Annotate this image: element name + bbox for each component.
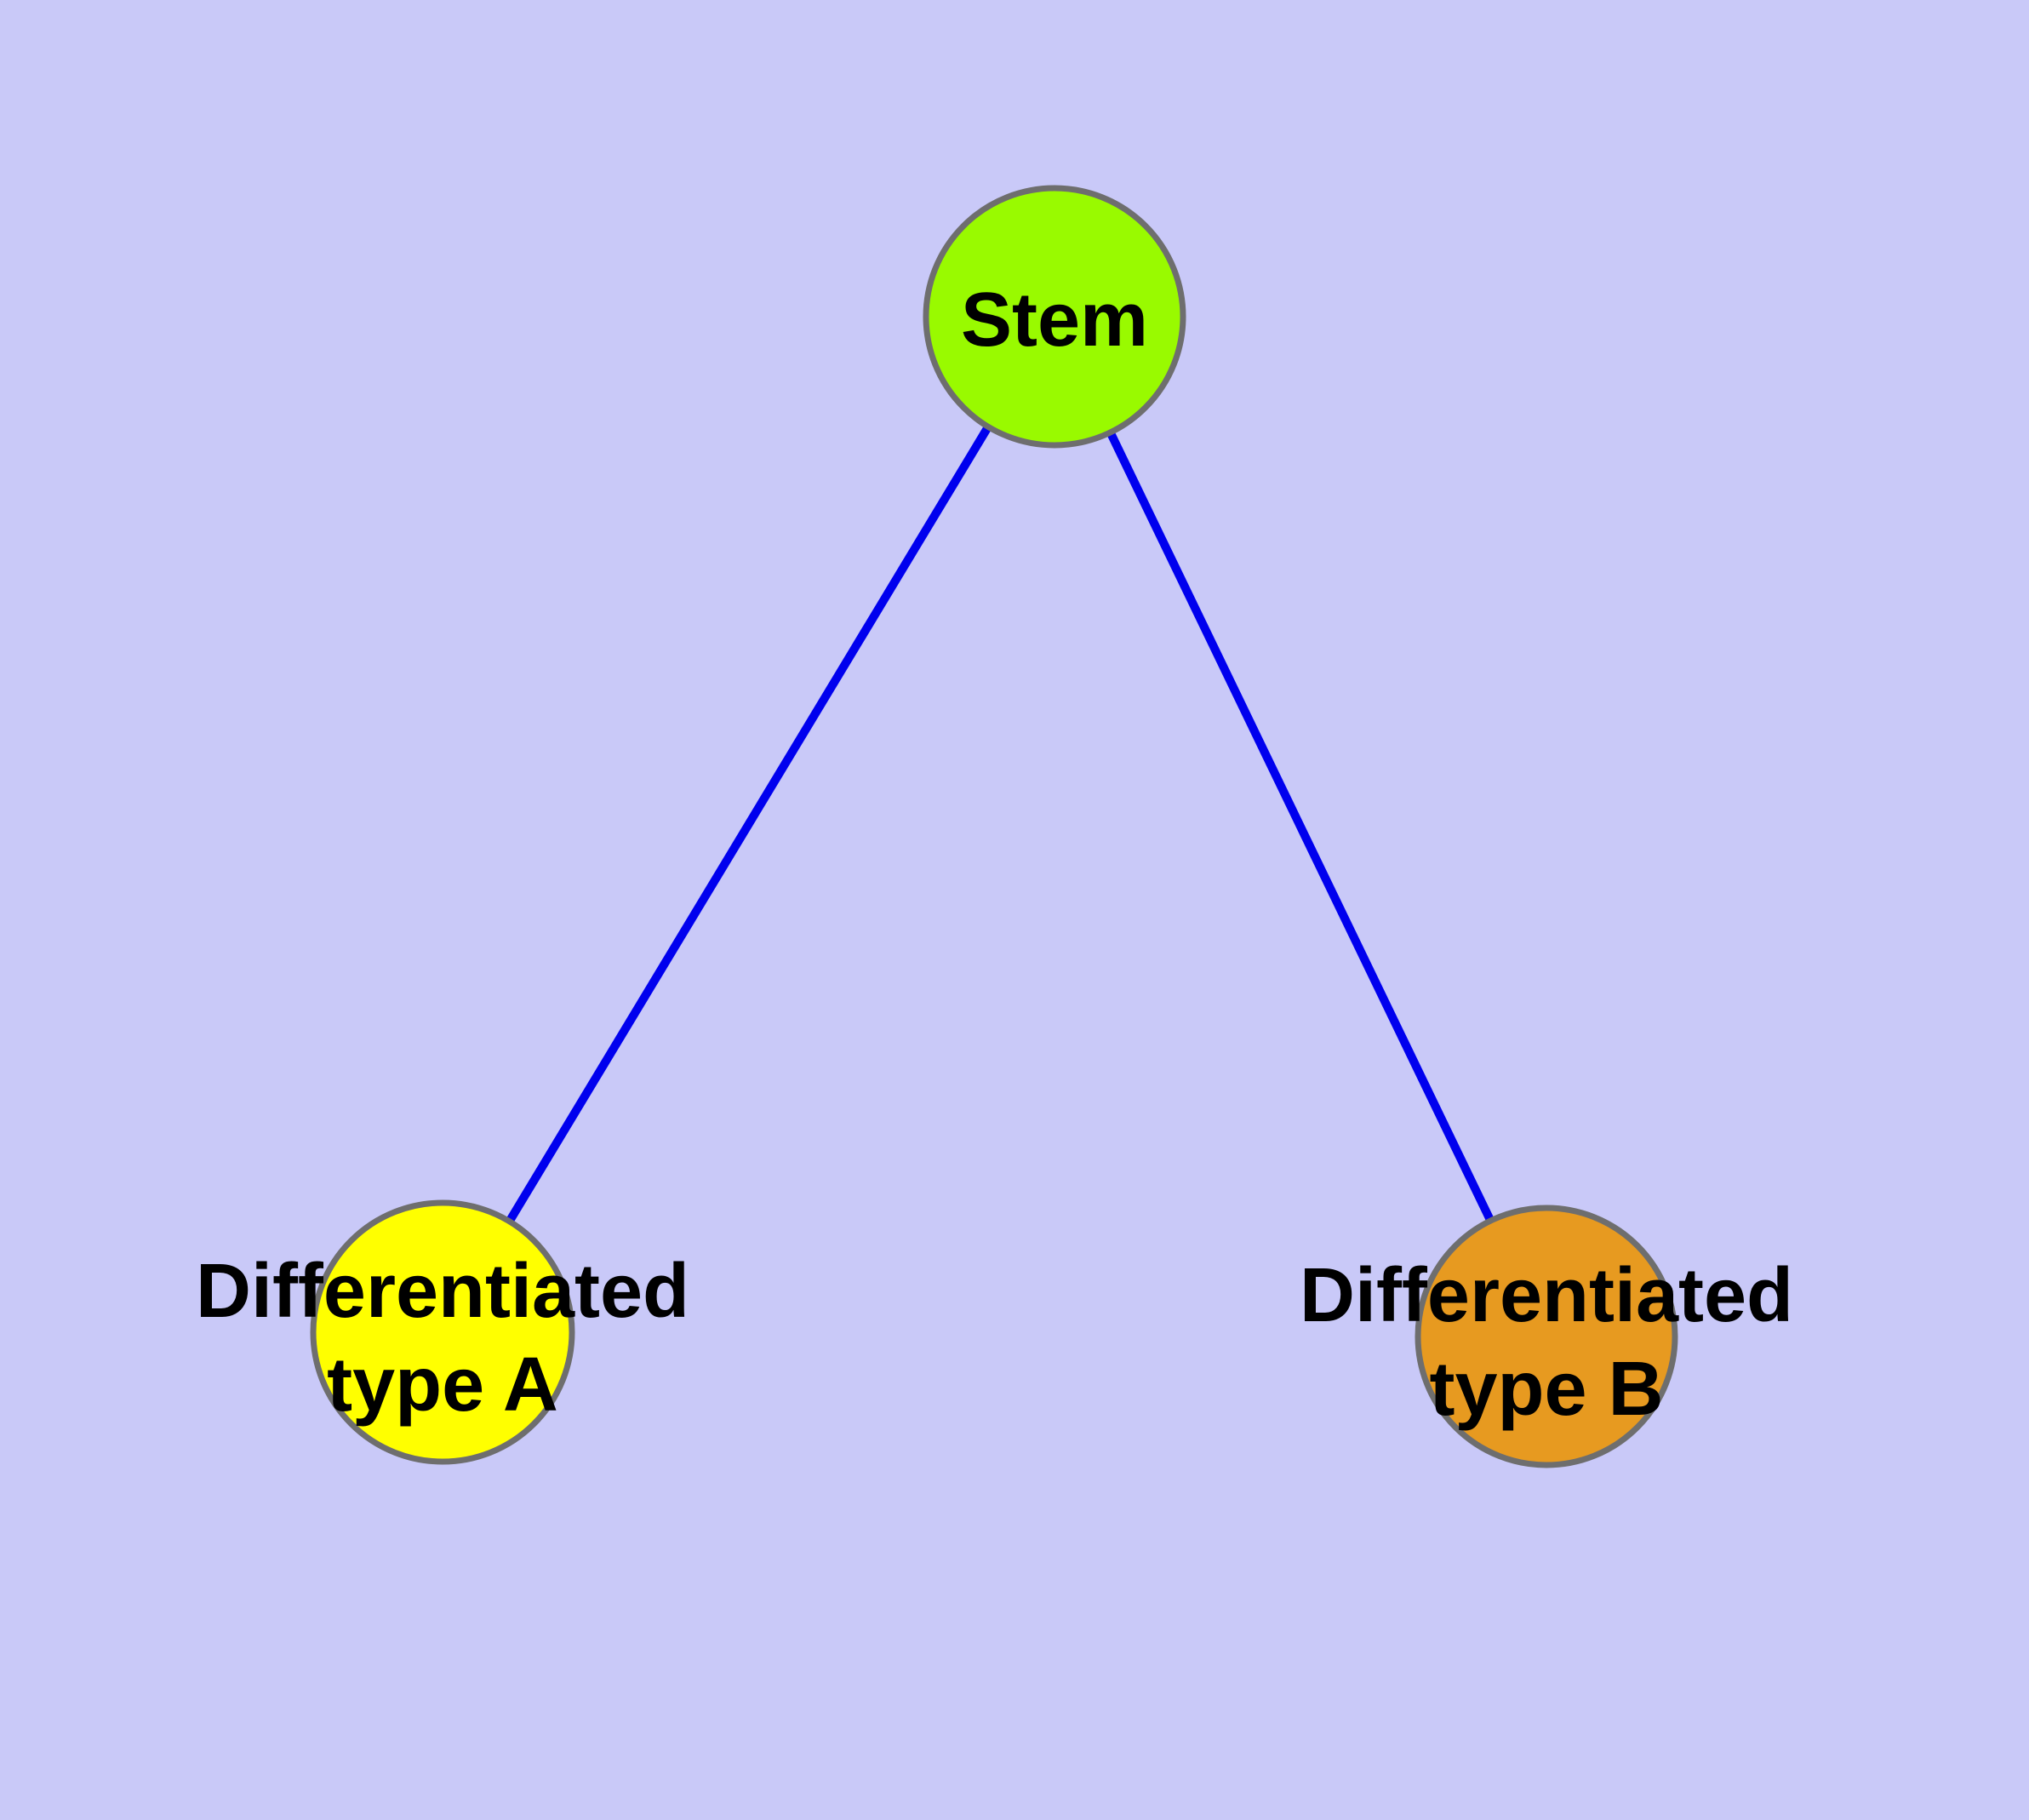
node-type-b-label-line1: Differentiated (1300, 1253, 1793, 1338)
node-type-b-label-line2: type B (1429, 1347, 1663, 1432)
edge-stem-to-type-b (1050, 314, 1551, 1339)
node-stem: Stem (923, 185, 1186, 449)
edge-layer (438, 314, 1551, 1339)
node-differentiated-type-b: Differentiated type B (1300, 1205, 1793, 1468)
node-type-a-label-line2: type A (327, 1342, 558, 1428)
node-type-b-circle (1415, 1205, 1678, 1468)
node-stem-circle (923, 185, 1186, 449)
node-stem-label: Stem (961, 278, 1148, 363)
edge-stem-to-type-a (438, 314, 1059, 1335)
node-type-a-circle (310, 1199, 575, 1465)
node-differentiated-type-a: Differentiated type A (196, 1199, 689, 1465)
node-type-a-label-line1: Differentiated (196, 1249, 689, 1334)
